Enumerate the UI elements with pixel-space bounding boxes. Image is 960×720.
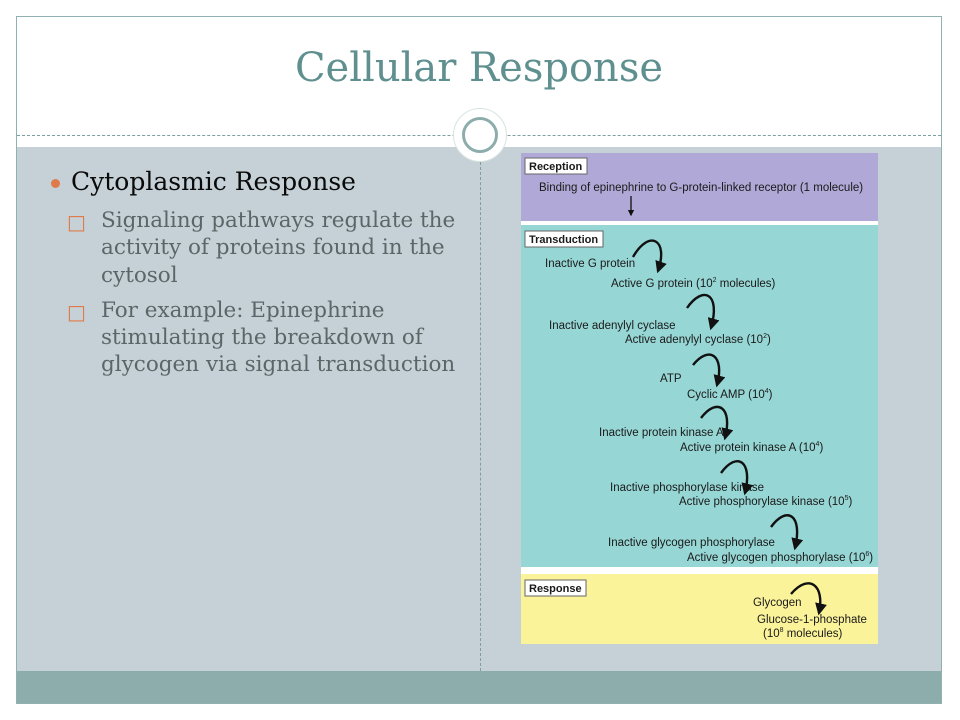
step-active-label: Cyclic AMP (104) (687, 388, 773, 401)
bullet-dot-icon (51, 179, 60, 188)
bullet-heading-text: Cytoplasmic Response (71, 167, 356, 196)
response-header-box (524, 579, 587, 597)
step-inactive-label: ATP (660, 373, 682, 385)
response-amount: (108 molecules) (763, 627, 842, 640)
step-active-label: Active phosphorylase kinase (105) (679, 495, 852, 508)
signal-transduction-figure: Reception Binding of epinephrine to G-pr… (521, 153, 878, 644)
curved-arrow-icon (631, 239, 667, 274)
transduction-band (521, 225, 878, 567)
step-inactive-label: Inactive G protein (545, 258, 635, 270)
bullet-list: Cytoplasmic Response □ Signaling pathway… (49, 167, 469, 387)
sub-bullet-text: For example: Epinephrine stimulating the… (101, 297, 456, 378)
response-product: Glucose-1-phosphate (757, 614, 867, 626)
signal-transduction-diagram: Reception Binding of epinephrine to G-pr… (521, 153, 878, 644)
response-substrate: Glycogen (753, 597, 802, 609)
response-header: Response (529, 583, 582, 595)
step-inactive-label: Inactive adenylyl cyclase (549, 320, 676, 332)
hollow-square-bullet-icon: □ (67, 299, 86, 324)
step-active-label: Active G protein (102 molecules) (611, 277, 776, 290)
column-divider (480, 147, 481, 671)
curved-arrow-icon (692, 353, 726, 388)
transduction-header-box (524, 230, 604, 248)
curved-arrow-icon (770, 514, 804, 551)
sub-bullet-text: Signaling pathways regulate the activity… (101, 208, 456, 288)
reception-header-box (524, 157, 588, 175)
hollow-square-bullet-icon: □ (67, 210, 86, 234)
sub-bullet: □ For example: Epinephrine stimulating t… (49, 297, 469, 379)
slide: Cellular Response Cytoplasmic Response □… (16, 16, 942, 704)
curved-arrow-icon (720, 460, 754, 496)
circle-ornament-icon (453, 108, 507, 162)
step-inactive-label: Inactive phosphorylase kinase (610, 482, 764, 494)
transduction-header: Transduction (529, 234, 598, 246)
step-active-label: Active adenylyl cyclase (102) (625, 333, 771, 346)
bullet-heading: Cytoplasmic Response (49, 167, 469, 197)
reception-header: Reception (529, 161, 582, 173)
sub-bullet: □ Signaling pathways regulate the activi… (49, 207, 469, 289)
curved-arrow-icon (686, 293, 720, 331)
step-inactive-label: Inactive protein kinase A (599, 427, 724, 439)
curved-arrow-icon (700, 405, 734, 441)
curved-arrow-icon (790, 582, 827, 616)
step-inactive-label: Inactive glycogen phosphorylase (608, 537, 775, 549)
step-active-label: Active protein kinase A (104) (680, 441, 823, 454)
footer-band (17, 671, 941, 703)
slide-title: Cellular Response (294, 45, 664, 91)
step-active-label: Active glycogen phosphorylase (106) (687, 551, 873, 564)
circle-ornament-ring (462, 117, 498, 153)
reception-text: Binding of epinephrine to G-protein-link… (539, 182, 863, 194)
